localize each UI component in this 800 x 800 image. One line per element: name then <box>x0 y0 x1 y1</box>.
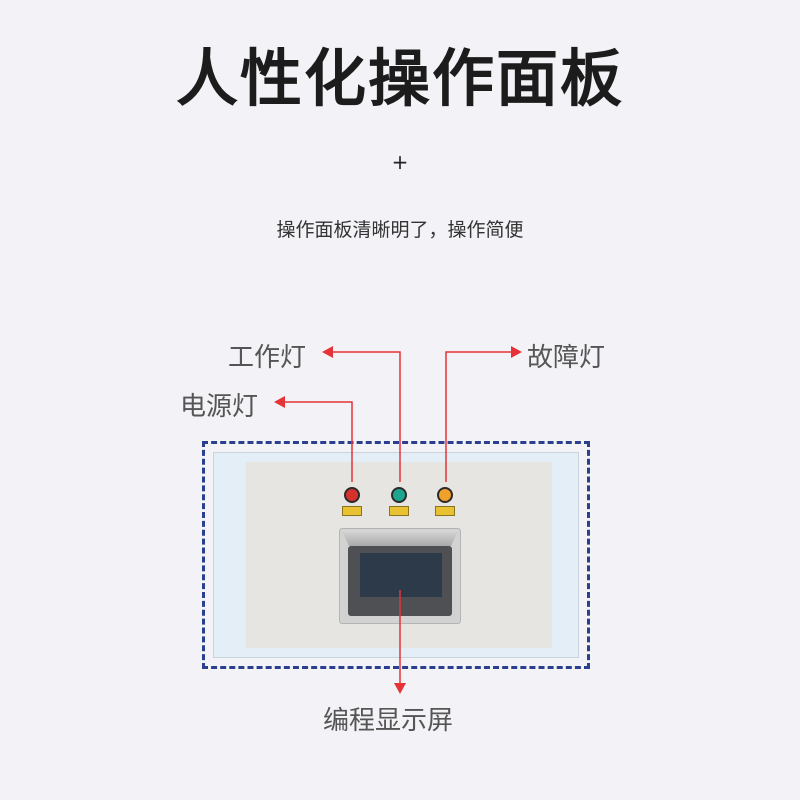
work-lamp-icon <box>391 487 407 503</box>
page-title: 人性化操作面板 <box>175 42 624 115</box>
power-lamp-label-plate <box>342 506 362 516</box>
power-light-leader <box>284 401 353 482</box>
work-light-arrow-icon <box>322 346 333 358</box>
power-light-arrow-icon <box>274 396 285 408</box>
work-light-leader <box>332 351 401 482</box>
power-lamp-icon <box>344 487 360 503</box>
page-subtitle: 操作面板清晰明了，操作简便 <box>276 219 524 241</box>
display-label: 编程显示屏 <box>323 706 454 736</box>
fault-light-arrow-icon <box>511 346 522 358</box>
fault-lamp-icon <box>437 487 453 503</box>
work-lamp-label-plate <box>389 506 409 516</box>
panel-highlight-frame <box>202 441 590 669</box>
programming-display-screen <box>360 553 442 597</box>
power-light-label: 电源灯 <box>180 392 259 422</box>
display-arrow-icon <box>394 683 406 694</box>
work-light-label: 工作灯 <box>228 343 307 373</box>
fault-indicator-lamp <box>435 487 455 519</box>
power-indicator-lamp <box>342 487 362 519</box>
work-indicator-lamp <box>389 487 409 519</box>
fault-light-label: 故障灯 <box>527 343 606 373</box>
display-hood <box>342 530 458 546</box>
fault-light-leader <box>445 351 512 482</box>
fault-lamp-label-plate <box>435 506 455 516</box>
plus-divider: + <box>391 150 409 174</box>
